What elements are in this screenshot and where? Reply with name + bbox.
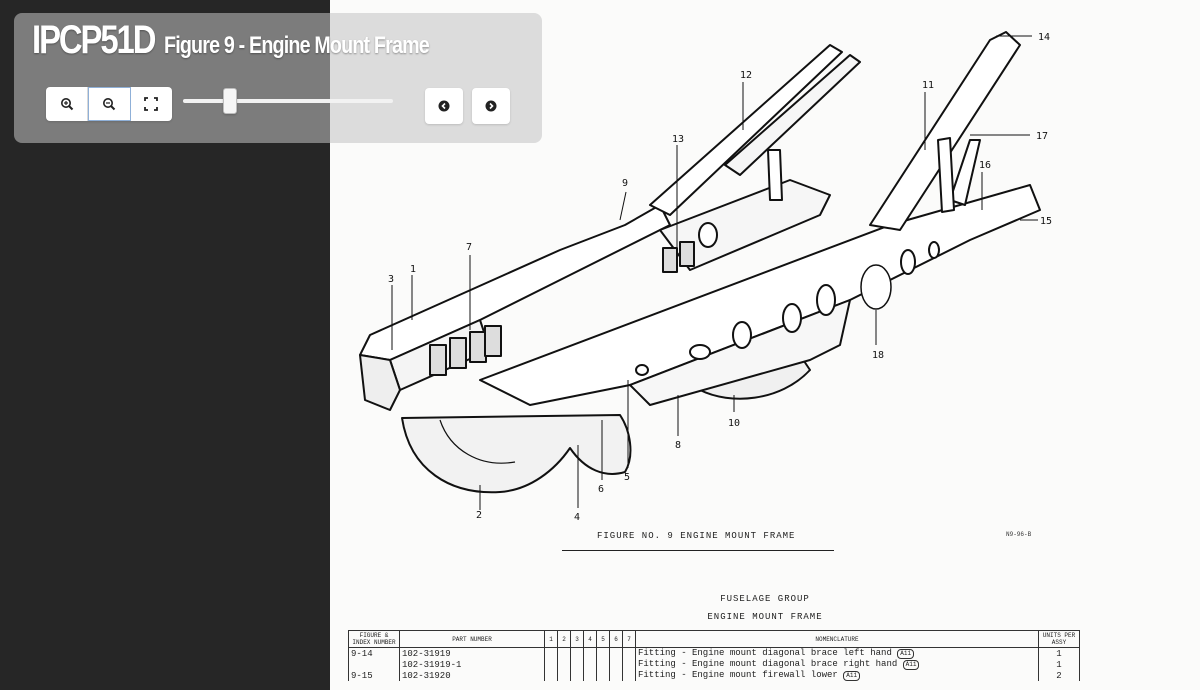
row-nomenclature: Fitting - Engine mount diagonal brace le… <box>635 647 1039 659</box>
column-header-level: 1 <box>544 630 558 648</box>
callout-label: 18 <box>872 350 884 361</box>
zoom-slider-handle[interactable] <box>223 88 238 114</box>
callout-label: 7 <box>466 242 472 253</box>
row-tag: A11 <box>902 660 920 670</box>
column-header-level: 4 <box>583 630 597 648</box>
row-nomenclature: Fitting - Engine mount firewall lower A1… <box>635 670 1039 681</box>
callout-label: 14 <box>1038 32 1050 43</box>
row-part-number: 102-31919 <box>399 647 545 659</box>
callout-label: 3 <box>388 274 394 285</box>
row-tag: A11 <box>843 671 861 681</box>
fit-to-screen-button[interactable] <box>131 87 172 121</box>
zoom-button-group <box>46 87 172 121</box>
callout-label: 10 <box>728 418 740 429</box>
table-row: 9-14 102-31919 Fitting - Engine mount di… <box>348 647 1080 659</box>
callout-label: 11 <box>922 80 934 91</box>
column-header-units: UNITS PER ASSY <box>1038 630 1080 648</box>
callout-label: 6 <box>598 484 604 495</box>
row-nomenclature-text: Fitting - Engine mount diagonal brace ri… <box>638 659 898 669</box>
section-heading: ENGINE MOUNT FRAME <box>707 612 823 622</box>
zoom-out-button[interactable] <box>88 87 131 121</box>
callout-label: 9 <box>622 178 628 189</box>
fullscreen-icon <box>144 97 159 111</box>
column-header-level: 5 <box>596 630 610 648</box>
column-header-level: 6 <box>609 630 623 648</box>
table-row: 9-15 102-31920 Fitting - Engine mount fi… <box>348 670 1080 681</box>
row-units: 2 <box>1038 670 1080 681</box>
group-heading: FUSELAGE GROUP <box>720 594 810 604</box>
row-part-number: 102-31919-1 <box>399 659 545 670</box>
chevron-left-icon <box>438 100 450 112</box>
row-units: 1 <box>1038 647 1080 659</box>
row-part-number: 102-31920 <box>399 670 545 681</box>
row-nomenclature: Fitting - Engine mount diagonal brace ri… <box>635 659 1039 670</box>
column-header-part: PART NUMBER <box>399 630 545 648</box>
row-units: 1 <box>1038 659 1080 670</box>
figure-code: N9-96-B <box>1006 531 1032 538</box>
callout-label: 16 <box>979 160 991 171</box>
previous-page-button[interactable] <box>425 88 463 124</box>
column-header-index: FIGURE & INDEX NUMBER <box>348 630 400 648</box>
engine-mount-frame-drawing: 14 12 11 17 13 16 15 9 7 3 1 18 10 8 5 6… <box>359 31 1052 520</box>
column-header-level: 3 <box>570 630 584 648</box>
row-index: 9-15 <box>348 670 400 681</box>
page-title: IPCP51D Figure 9 - Engine Mount Frame <box>32 18 487 63</box>
chevron-right-icon <box>485 100 497 112</box>
callout-label: 4 <box>574 512 580 520</box>
zoom-out-icon <box>102 98 116 111</box>
next-page-button[interactable] <box>472 88 510 124</box>
callout-label: 12 <box>740 70 752 81</box>
callout-label: 2 <box>476 510 482 520</box>
table-row: 102-31919-1 Fitting - Engine mount diago… <box>348 659 1080 670</box>
figure-title: Figure 9 - Engine Mount Frame <box>164 32 430 59</box>
column-header-level: 7 <box>622 630 636 648</box>
table-header-row: FIGURE & INDEX NUMBER PART NUMBER 1 2 3 … <box>348 630 1080 648</box>
callout-label: 13 <box>672 134 684 145</box>
callout-label: 15 <box>1040 216 1052 227</box>
row-tag: A11 <box>897 649 915 659</box>
zoom-slider-track[interactable] <box>183 99 393 103</box>
caption-underline <box>562 550 834 551</box>
row-index <box>348 659 400 670</box>
zoom-in-button[interactable] <box>46 87 89 121</box>
callout-label: 5 <box>624 472 630 483</box>
row-index: 9-14 <box>348 647 400 659</box>
callout-label: 17 <box>1036 131 1048 142</box>
callout-label: 1 <box>410 264 416 275</box>
column-header-nomenclature: NOMENCLATURE <box>635 630 1039 648</box>
callout-label: 8 <box>675 440 681 451</box>
row-nomenclature-text: Fitting - Engine mount diagonal brace le… <box>638 648 892 658</box>
document-code: IPCP51D <box>32 18 156 62</box>
zoom-in-icon <box>60 98 73 111</box>
figure-caption: FIGURE NO. 9 ENGINE MOUNT FRAME <box>597 531 796 541</box>
column-header-level: 2 <box>557 630 571 648</box>
row-nomenclature-text: Fitting - Engine mount firewall lower <box>638 670 838 680</box>
parts-table: FIGURE & INDEX NUMBER PART NUMBER 1 2 3 … <box>348 630 1080 681</box>
